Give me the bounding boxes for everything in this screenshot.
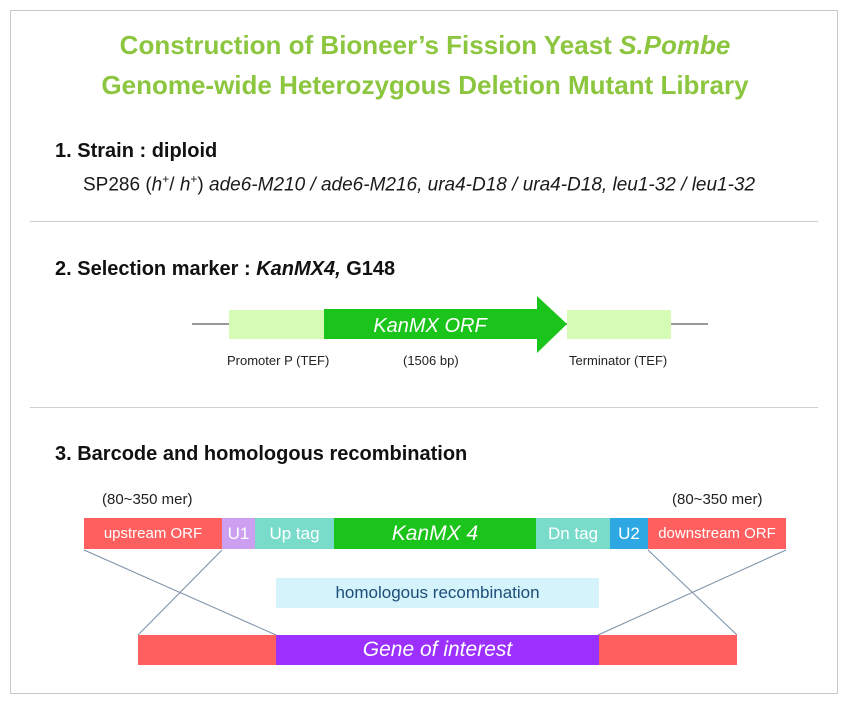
terminator-box bbox=[567, 310, 671, 339]
gene-of-interest-segment: Gene of interest bbox=[276, 635, 599, 665]
title-species: S.Pombe bbox=[619, 30, 731, 60]
promoter-box bbox=[229, 310, 324, 339]
mating-sup-1: + bbox=[162, 172, 170, 186]
u1-segment: U1 bbox=[222, 518, 255, 549]
section2-heading: 2. Selection marker : KanMX4, G148 bbox=[55, 258, 395, 281]
section2-prefix: 2. Selection marker : bbox=[55, 258, 257, 280]
divider-1 bbox=[30, 221, 818, 222]
title-line-2: Genome-wide Heterozygous Deletion Mutant… bbox=[101, 70, 749, 100]
strain-name: SP286 bbox=[83, 174, 141, 196]
size-caption: (1506 bp) bbox=[403, 353, 459, 368]
kanmx4-segment: KanMX 4 bbox=[334, 518, 536, 549]
genotype-text: ade6-M210 / ade6-M216, ura4-D18 / ura4-D… bbox=[209, 174, 756, 196]
section2-suffix: G148 bbox=[340, 258, 396, 280]
upstream-orf-segment: upstream ORF bbox=[84, 518, 222, 549]
mating-slash: / bbox=[169, 174, 180, 196]
kanmx-orf-label: KanMX ORF bbox=[373, 315, 488, 337]
mating-type-1: h bbox=[151, 174, 163, 196]
promoter-caption: Promoter P (TEF) bbox=[227, 353, 330, 368]
mating-sup-2: + bbox=[190, 172, 198, 186]
u2-segment: U2 bbox=[610, 518, 648, 549]
right-mer-label: (80~350 mer) bbox=[672, 491, 763, 508]
section3-heading: 3. Barcode and homologous recombination bbox=[55, 443, 468, 465]
section1-heading: 1. Strain : diploid bbox=[55, 140, 218, 162]
mating-type-2: h bbox=[179, 174, 191, 196]
selection-marker: KanMX4, bbox=[256, 258, 341, 280]
title-line-1: Construction of Bioneer’s Fission Yeast … bbox=[0, 30, 850, 61]
strain-genotype: SP286 (h+/ h+) ade6-M210 / ade6-M216, ur… bbox=[83, 172, 756, 196]
up-tag-segment: Up tag bbox=[255, 518, 334, 549]
figure-frame bbox=[10, 10, 838, 694]
cross-line-left-2 bbox=[137, 549, 223, 636]
title-prefix: Construction of Bioneer’s Fission Yeast bbox=[119, 30, 620, 60]
downstream-orf-segment: downstream ORF bbox=[648, 518, 786, 549]
terminator-caption: Terminator (TEF) bbox=[569, 353, 668, 368]
homologous-recombination-label: homologous recombination bbox=[276, 578, 599, 608]
chromosome-left-flank bbox=[138, 635, 276, 665]
dn-tag-segment: Dn tag bbox=[536, 518, 610, 549]
kanmx-orf-arrow bbox=[324, 296, 567, 353]
cross-line-right-2 bbox=[597, 549, 787, 636]
chromosome-right-flank bbox=[599, 635, 737, 665]
left-mer-label: (80~350 mer) bbox=[102, 491, 193, 508]
divider-2 bbox=[30, 407, 818, 408]
